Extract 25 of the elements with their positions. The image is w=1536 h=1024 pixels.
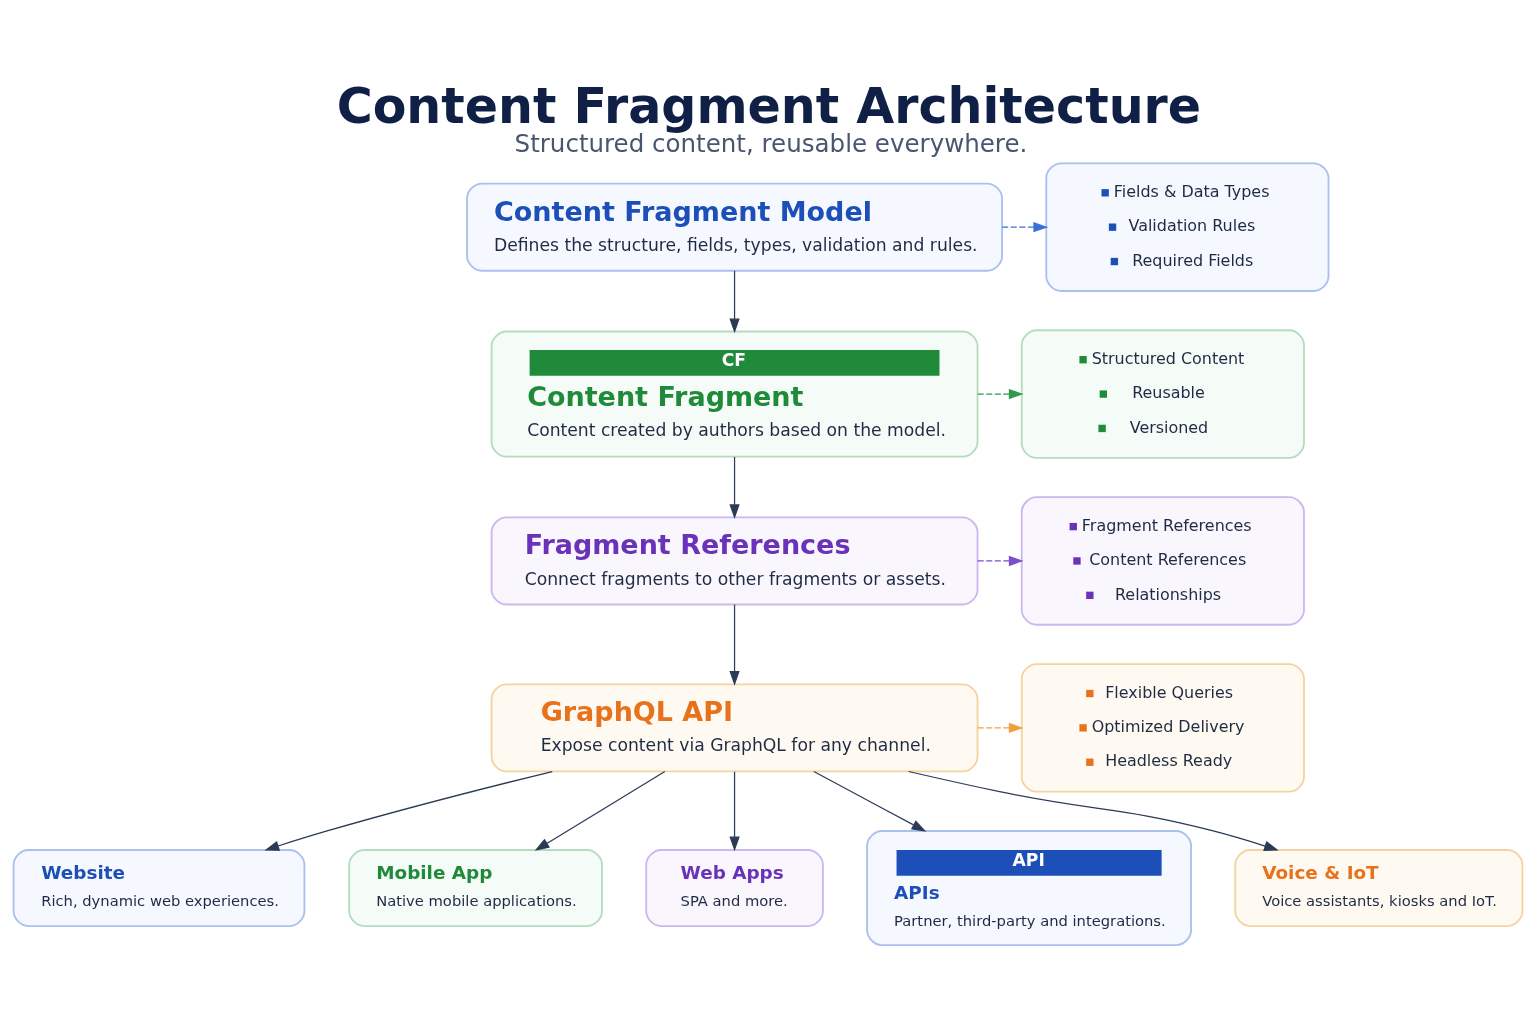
arrow [729,603,740,686]
arrow [976,555,1024,566]
node-box: CF Content Fragment Content created by authors based on the model. [490,330,979,458]
arrow [813,770,927,832]
node-box: Fragment References Connect fragments to other fragments or assets. [490,516,979,605]
arrow [1001,221,1049,232]
node-box: Flexible Queries Optimized Delivery Headless Ready [1020,662,1305,793]
node-box: Web Apps SPA and more. [645,848,824,927]
node-box: Structured Content Reusable Versioned [1020,328,1305,459]
arrow [976,388,1024,399]
node-box: Mobile App Native mobile applications. [348,848,603,927]
arrow [729,770,740,851]
node-box: Fields & Data Types Validation Rules Required Fields [1045,161,1330,292]
arrow [976,722,1024,733]
node-box: Content Fragment Model Defines the structure, fields, types, validation and rules. [466,182,1003,272]
node-box: GraphQL API Expose content via GraphQL for any channel. [490,682,979,772]
node-box: Website Rich, dynamic web experiences. [12,848,306,927]
arrow [729,455,740,519]
node-box: Fragment References Content References Relationships [1020,495,1305,626]
arrow [907,770,1279,851]
arrow [729,269,740,333]
node-box: Voice & IoT Voice assistants, kiosks and IoT. [1234,848,1524,927]
node-box: API APIs Partner, third-party and integrations. [866,829,1192,946]
arrow [534,770,666,851]
arrow [264,770,553,851]
